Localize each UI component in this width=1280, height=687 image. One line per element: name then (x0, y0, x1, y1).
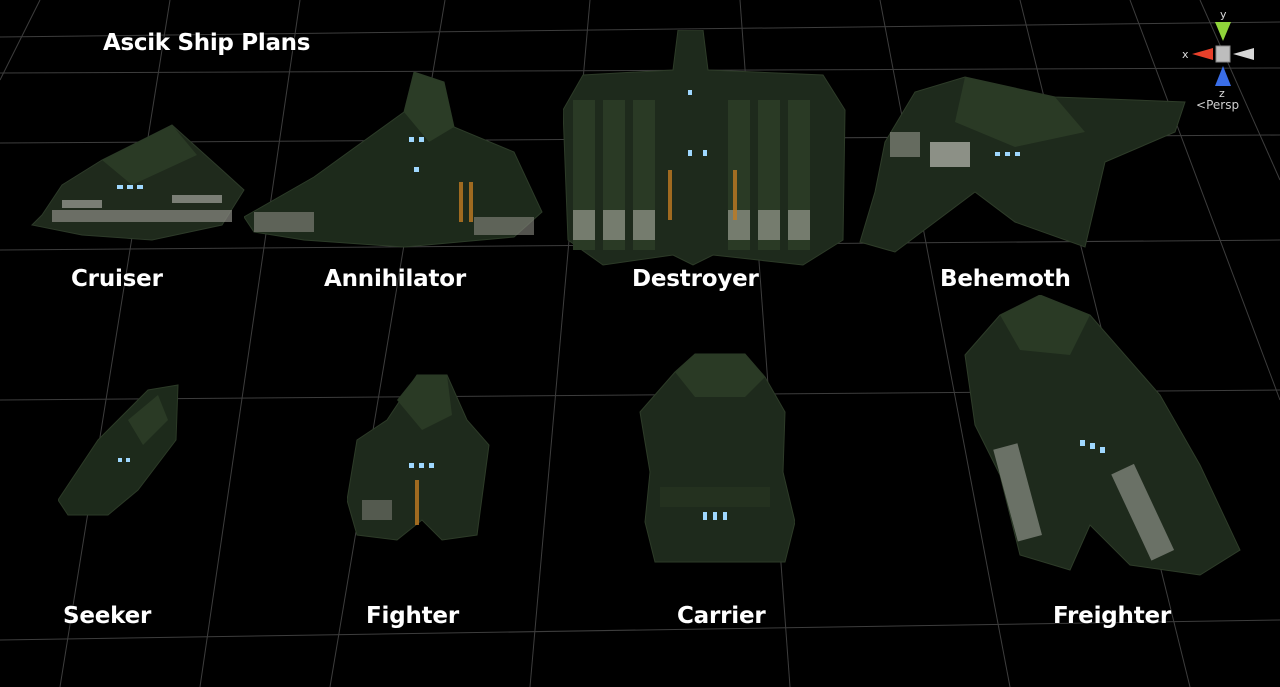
gizmo-axis-x-label: x (1182, 48, 1189, 61)
seeker-model[interactable] (58, 380, 183, 520)
label-freighter: Freighter (1053, 603, 1172, 629)
gizmo-neg-x-cone-icon[interactable] (1233, 48, 1254, 60)
projection-toggle[interactable]: <Persp (1196, 98, 1239, 112)
label-seeker: Seeker (63, 603, 152, 629)
label-behemoth: Behemoth (940, 266, 1071, 292)
freighter-model[interactable] (960, 295, 1245, 580)
chevron-left-icon: < (1196, 98, 1207, 112)
label-annihilator: Annihilator (324, 266, 467, 292)
scene-title: Ascik Ship Plans (103, 30, 311, 56)
label-cruiser: Cruiser (71, 266, 163, 292)
behemoth-model[interactable] (855, 72, 1190, 257)
annihilator-model[interactable] (244, 72, 544, 257)
gizmo-y-cone-icon[interactable] (1215, 22, 1231, 41)
label-fighter: Fighter (366, 603, 459, 629)
fighter-model[interactable] (347, 370, 492, 545)
gizmo-x-cone-icon[interactable] (1192, 48, 1213, 60)
scene-gizmo[interactable]: y x z (1178, 6, 1268, 116)
label-carrier: Carrier (677, 603, 766, 629)
gizmo-axis-z-label: z (1219, 87, 1225, 100)
projection-label: Persp (1206, 98, 1240, 112)
label-destroyer: Destroyer (632, 266, 759, 292)
gizmo-z-cone-icon[interactable] (1215, 66, 1231, 86)
destroyer-model[interactable] (563, 30, 848, 270)
carrier-model[interactable] (635, 352, 795, 567)
cruiser-model[interactable] (22, 115, 247, 245)
gizmo-center-cube-icon[interactable] (1215, 45, 1231, 63)
gizmo-axis-y-label: y (1220, 8, 1227, 21)
